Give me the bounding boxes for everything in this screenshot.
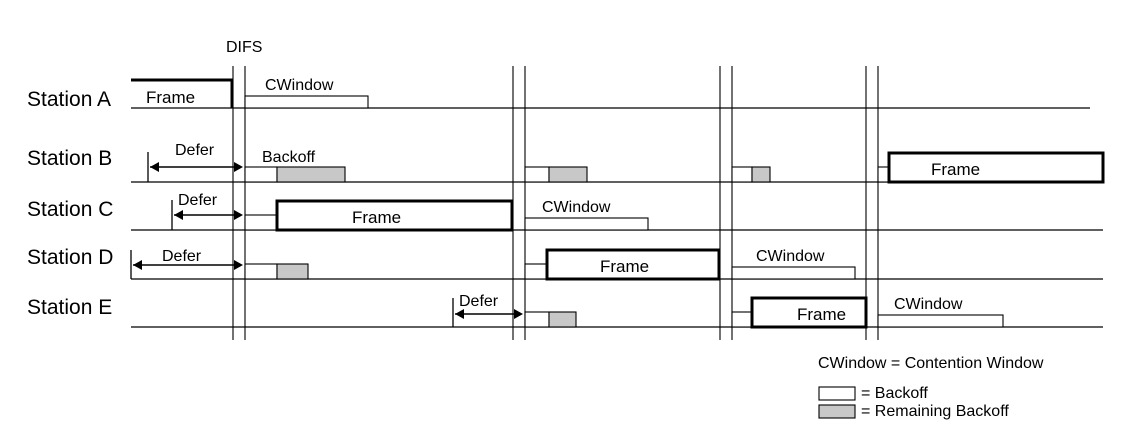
backoff-block [524, 263, 548, 280]
frame-label: Frame [797, 305, 846, 324]
backoff-block [731, 166, 753, 183]
backoff-block [244, 166, 278, 183]
legend-backoff-swatch [818, 386, 856, 401]
station-b-row: Station B Defer Backoff Frame [27, 142, 1105, 184]
defer-label: Defer [175, 142, 215, 159]
arrowhead-left [150, 162, 159, 172]
backoff-block [731, 311, 753, 328]
backoff-block [244, 214, 278, 231]
defer-label: Defer [459, 293, 499, 310]
frame-block [275, 199, 514, 232]
remaining-backoff-block [548, 311, 577, 328]
legend-remaining-text: = Remaining Backoff [861, 403, 1009, 420]
legend: CWindow = Contention Window = Backoff = … [818, 355, 1044, 420]
cwindow-block [877, 314, 1004, 328]
station-label: Station A [27, 88, 111, 111]
arrowhead-left [133, 260, 142, 270]
station-label: Station D [27, 246, 113, 269]
remaining-backoff-block [751, 166, 771, 183]
cwindow-block [524, 217, 649, 231]
station-e-row: Station E Defer Frame CWindow [27, 293, 1103, 329]
legend-backoff-text: = Backoff [861, 385, 928, 402]
backoff-block [524, 311, 550, 328]
cwindow-block [244, 95, 369, 109]
backoff-block [244, 263, 278, 280]
backoff-label: Backoff [262, 149, 316, 166]
legend-remaining-swatch [818, 404, 856, 419]
arrowhead-right [234, 210, 243, 220]
station-a-row: Station A Frame CWindow [27, 77, 1090, 111]
cwindow-block [731, 266, 856, 280]
frame-label: Frame [600, 257, 649, 276]
station-label: Station E [27, 296, 112, 319]
frame-label: Frame [146, 88, 195, 107]
arrowhead-right [514, 309, 523, 319]
cwindow-label: CWindow [756, 248, 825, 265]
frame-label: Frame [352, 208, 401, 227]
station-c-row: Station C Defer Frame CWindow [27, 192, 1103, 232]
arrowhead-left [174, 210, 183, 220]
remaining-backoff-block [276, 263, 309, 280]
legend-definition: CWindow = Contention Window [818, 355, 1044, 372]
arrowhead-right [234, 162, 243, 172]
backoff-block [524, 166, 550, 183]
backoff-block [877, 166, 890, 183]
defer-label: Defer [178, 192, 218, 209]
difs-label: DIFS [226, 39, 262, 56]
frame-block [887, 151, 1105, 184]
defer-label: Defer [162, 248, 202, 265]
remaining-backoff-block [276, 166, 346, 183]
station-label: Station B [27, 147, 112, 170]
arrowhead-right [234, 260, 243, 270]
remaining-backoff-block [548, 166, 588, 183]
frame-label: Frame [931, 160, 980, 179]
frame-block [750, 296, 868, 329]
arrowhead-left [455, 309, 464, 319]
cwindow-label: CWindow [265, 77, 334, 94]
cwindow-label: CWindow [894, 296, 963, 313]
station-label: Station C [27, 198, 113, 221]
station-d-row: Station D Defer Frame CWindow [27, 246, 1103, 281]
frame-block [131, 78, 234, 108]
frame-block [545, 248, 721, 281]
cwindow-label: CWindow [542, 199, 611, 216]
